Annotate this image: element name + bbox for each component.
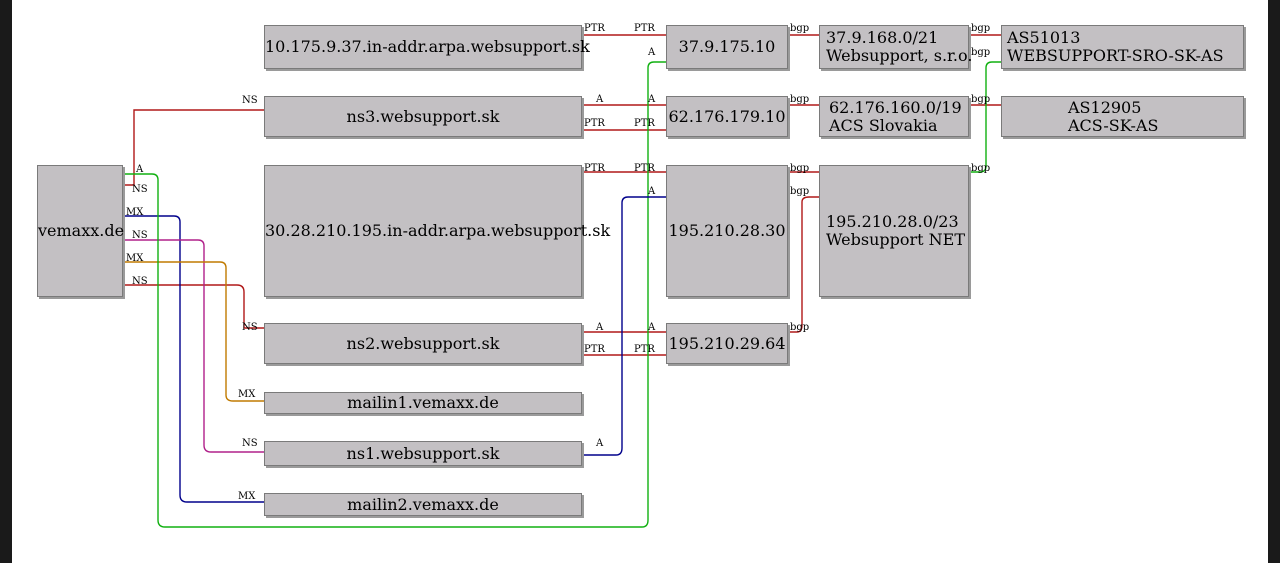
edge-label-a: A <box>595 322 604 333</box>
edge-label-ns: NS <box>132 230 148 241</box>
edge-label-bgp: bgp <box>790 94 809 105</box>
edge-label-ptr: PTR <box>584 344 605 355</box>
edge-layer: NS A NS MX NS MX NS NS MX NS MX PTR PTR … <box>124 23 1001 528</box>
edge-label-ptr: PTR <box>584 23 605 34</box>
node-label: 195.210.28.0/23 Websupport NET <box>826 212 965 249</box>
edge-ip195-29-net <box>788 196 819 333</box>
edge-label-ptr: PTR <box>634 163 655 174</box>
edge-vemaxx-ns3 <box>124 109 264 186</box>
edge-label-a: A <box>647 322 656 333</box>
node-label: mailin2.vemaxx.de <box>347 494 499 514</box>
edge-vemaxx-ip37-a <box>124 61 666 528</box>
node-mailin1[interactable]: mailin1.vemaxx.de <box>264 392 582 414</box>
edge-vemaxx-ns2 <box>124 284 264 329</box>
node-net-websupport-net[interactable]: 195.210.28.0/23 Websupport NET <box>819 165 969 297</box>
edge-label-a: A <box>647 94 656 105</box>
node-ip-62-176-179-10[interactable]: 62.176.179.10 <box>666 96 788 137</box>
edge-label-ptr: PTR <box>584 163 605 174</box>
node-label: 62.176.179.10 <box>668 106 786 126</box>
edge-vemaxx-mailin2 <box>124 215 264 503</box>
edge-label-a: A <box>595 438 604 449</box>
edge-label-ns: NS <box>242 95 258 106</box>
node-as12905[interactable]: AS12905 ACS-SK-AS <box>1001 96 1244 137</box>
edge-label-bgp: bgp <box>971 23 990 34</box>
edge-label-mx: MX <box>238 491 256 502</box>
edge-label-bgp: bgp <box>971 163 990 174</box>
node-ns1[interactable]: ns1.websupport.sk <box>264 441 582 466</box>
edge-label-mx: MX <box>126 207 144 218</box>
node-label: AS12905 ACS-SK-AS <box>1068 97 1159 135</box>
edge-label-mx: MX <box>238 389 256 400</box>
graph-canvas: NS A NS MX NS MX NS NS MX NS MX PTR PTR … <box>12 0 1268 563</box>
node-ip-195-210-29-64[interactable]: 195.210.29.64 <box>666 323 788 364</box>
node-vemaxx[interactable]: vemaxx.de <box>37 165 125 297</box>
edge-label-a: A <box>135 164 144 175</box>
node-ip-195-210-28-30[interactable]: 195.210.28.30 <box>666 165 788 297</box>
node-net-websupport-sro[interactable]: 37.9.168.0/21 Websupport, s.r.o. <box>819 25 973 69</box>
edge-net195-as51013 <box>969 61 1001 173</box>
edge-vemaxx-ns1 <box>124 239 264 453</box>
edge-vemaxx-mailin1 <box>124 261 264 402</box>
node-mailin2[interactable]: mailin2.vemaxx.de <box>264 493 582 516</box>
node-label: ns2.websupport.sk <box>346 333 500 353</box>
edge-label-bgp: bgp <box>971 94 990 105</box>
node-as51013[interactable]: AS51013 WEBSUPPORT-SRO-SK-AS <box>1001 25 1244 69</box>
edge-label-ptr: PTR <box>634 118 655 129</box>
edge-label-a: A <box>647 186 656 197</box>
edge-label-ns: NS <box>242 438 258 449</box>
edge-label-ns: NS <box>132 276 148 287</box>
edge-label-bgp: bgp <box>971 47 990 58</box>
node-label: 30.28.210.195.in-addr.arpa.websupport.sk <box>265 221 611 240</box>
node-label: mailin1.vemaxx.de <box>347 393 499 412</box>
edge-label-a: A <box>595 94 604 105</box>
edge-label-ns: NS <box>242 322 258 333</box>
node-ip-37-9-175-10[interactable]: 37.9.175.10 <box>666 25 788 69</box>
node-label: AS51013 WEBSUPPORT-SRO-SK-AS <box>1007 28 1224 65</box>
node-label: 37.9.168.0/21 Websupport, s.r.o. <box>826 28 973 65</box>
node-label: 62.176.160.0/19 ACS Slovakia <box>829 97 962 135</box>
node-label: 195.210.28.30 <box>668 221 786 240</box>
edge-label-bgp: bgp <box>790 163 809 174</box>
node-label: vemaxx.de <box>38 221 125 240</box>
edge-label-ptr: PTR <box>634 23 655 34</box>
edge-label-ns: NS <box>132 184 148 195</box>
node-rev37[interactable]: 10.175.9.37.in-addr.arpa.websupport.sk <box>264 25 590 69</box>
edge-label-a: A <box>647 47 656 58</box>
edge-label-mx: MX <box>126 253 144 264</box>
edge-label-ptr: PTR <box>634 344 655 355</box>
edge-ns1-ip195-30-a <box>582 196 666 456</box>
edge-label-ptr: PTR <box>584 118 605 129</box>
node-ns3[interactable]: ns3.websupport.sk <box>264 96 582 137</box>
edge-label-bgp: bgp <box>790 23 809 34</box>
node-rev195[interactable]: 30.28.210.195.in-addr.arpa.websupport.sk <box>264 165 611 297</box>
node-label: 37.9.175.10 <box>678 37 776 56</box>
node-label: ns3.websupport.sk <box>346 106 500 126</box>
node-net-acs[interactable]: 62.176.160.0/19 ACS Slovakia <box>819 96 969 137</box>
node-ns2[interactable]: ns2.websupport.sk <box>264 323 582 364</box>
edge-label-bgp: bgp <box>790 186 809 197</box>
node-label: 195.210.29.64 <box>668 333 786 353</box>
node-label: 10.175.9.37.in-addr.arpa.websupport.sk <box>265 37 590 56</box>
edge-label-bgp: bgp <box>790 322 809 333</box>
node-label: ns1.websupport.sk <box>346 443 500 463</box>
